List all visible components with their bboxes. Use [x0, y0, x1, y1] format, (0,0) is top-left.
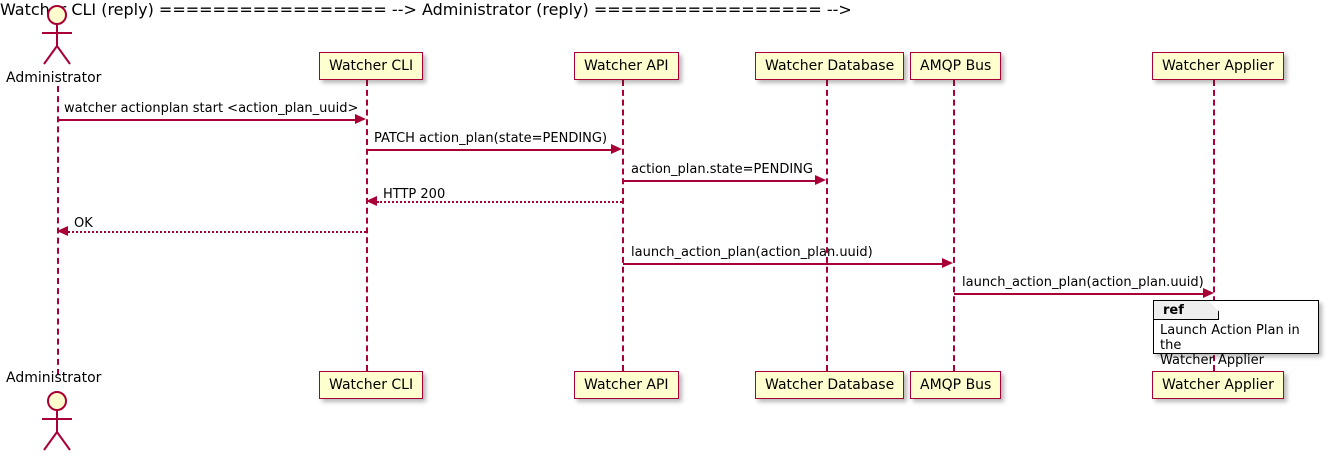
ref-fragment-text: Launch Action Plan in the Watcher Applie… [1160, 323, 1300, 368]
participant-amqp-bus-top[interactable]: AMQP Bus [910, 52, 1002, 80]
participant-watcher-cli-bottom[interactable]: Watcher CLI [319, 371, 424, 399]
message-line-2 [366, 149, 613, 151]
message-label-1: watcher actionplan start <action_plan_uu… [64, 101, 359, 116]
participant-label: Watcher API [584, 58, 669, 74]
message-label-3: action_plan.state=PENDING [631, 162, 813, 177]
message-line-1 [57, 119, 357, 121]
message-line-5 [68, 231, 366, 233]
actor-administrator-top [30, 4, 86, 66]
participant-watcher-api-top[interactable]: Watcher API [574, 52, 679, 80]
lifeline-amqp-bus [953, 80, 955, 371]
participant-label: Watcher CLI [329, 58, 414, 74]
message-line-7 [954, 293, 1205, 295]
message-label-6: launch_action_plan(action_plan.uuid) [631, 245, 873, 260]
message-arrowhead-1 [355, 114, 366, 124]
participant-amqp-bus-bottom[interactable]: AMQP Bus [910, 371, 1002, 399]
message-arrowhead-2 [611, 144, 622, 154]
message-line-3 [623, 180, 818, 182]
participant-watcher-applier-top[interactable]: Watcher Applier [1152, 52, 1284, 80]
lifeline-watcher-cli [366, 80, 368, 371]
actor-label-top: Administrator [6, 70, 102, 86]
participant-watcher-api-bottom[interactable]: Watcher API [574, 371, 679, 399]
participant-label: Watcher CLI [329, 377, 414, 393]
message-line-4 [377, 201, 622, 203]
lifeline-watcher-api [622, 80, 624, 371]
participant-label: Watcher API [584, 377, 669, 393]
participant-watcher-database-bottom[interactable]: Watcher Database [755, 371, 905, 399]
participant-label: Watcher Database [765, 58, 895, 74]
participant-label: Watcher Database [765, 377, 895, 393]
lifeline-watcher-applier [1213, 80, 1215, 371]
message-arrowhead-4 [366, 196, 377, 206]
message-arrowhead-3 [815, 175, 826, 185]
message-label-5: OK [74, 216, 93, 231]
message-line-6 [623, 263, 945, 265]
participant-label: Watcher Applier [1162, 377, 1274, 393]
message-arrowhead-6 [942, 258, 953, 268]
actor-icon [42, 5, 72, 65]
message-arrowhead-7 [1203, 288, 1214, 298]
actor-icon [42, 391, 72, 451]
ref-fragment-tab: ref [1154, 301, 1219, 320]
participant-label: Watcher Applier [1162, 58, 1274, 74]
actor-label-bottom: Administrator [6, 370, 102, 386]
participant-watcher-applier-bottom[interactable]: Watcher Applier [1152, 371, 1284, 399]
message-label-7: launch_action_plan(action_plan.uuid) [962, 275, 1204, 290]
actor-administrator-bottom [30, 390, 86, 452]
ref-fragment-keyword: ref [1163, 302, 1184, 318]
message-label-4: HTTP 200 [383, 187, 446, 202]
ref-fragment[interactable]: ref Launch Action Plan in the Watcher Ap… [1153, 300, 1319, 368]
participant-watcher-database-top[interactable]: Watcher Database [755, 52, 905, 80]
message-label-2: PATCH action_plan(state=PENDING) [374, 131, 608, 146]
participant-label: AMQP Bus [920, 377, 992, 393]
participant-label: AMQP Bus [920, 58, 992, 74]
message-arrowhead-5 [57, 226, 68, 236]
lifeline-watcher-database [826, 80, 828, 371]
participant-watcher-cli-top[interactable]: Watcher CLI [319, 52, 424, 80]
